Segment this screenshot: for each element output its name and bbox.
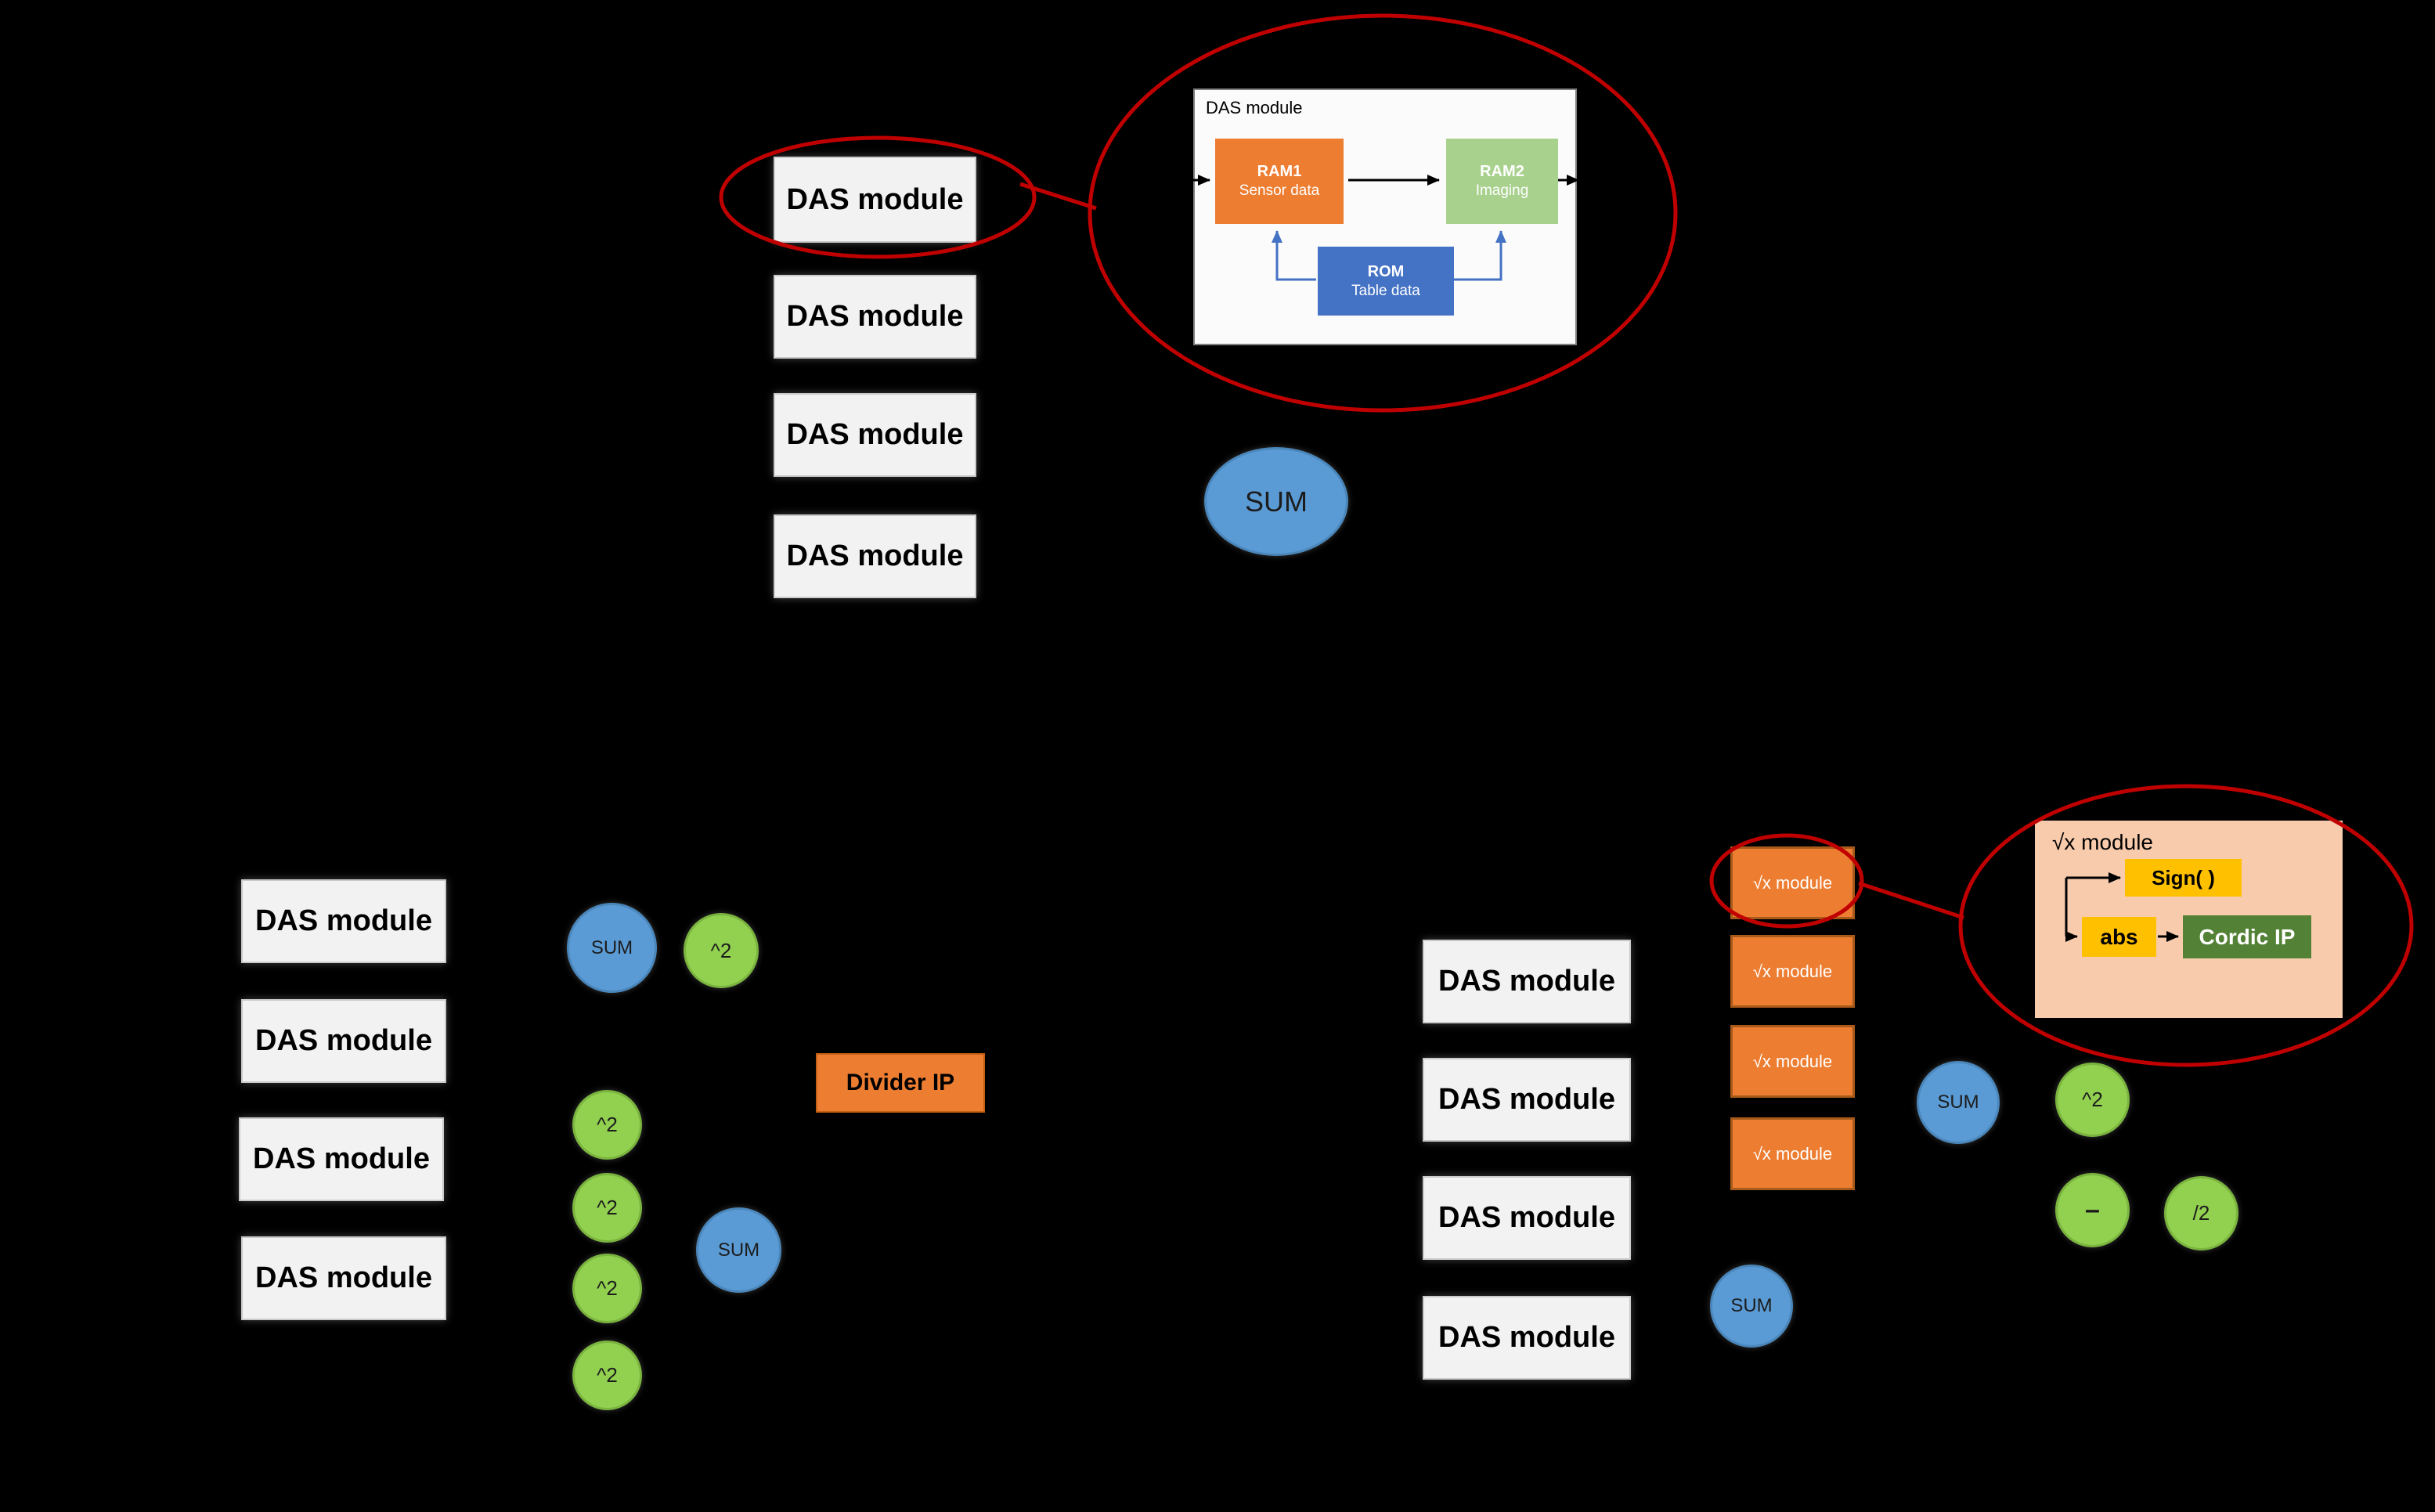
- rom-subtitle: Table data: [1351, 282, 1420, 299]
- divider-ip-box: Divider IP: [816, 1053, 985, 1113]
- sqrt-module-box: √x module: [1730, 1117, 1855, 1190]
- das-module-label: DAS module: [786, 418, 964, 451]
- sqrt-module-detail-panel: √x module Sign( ) abs Cordic IP: [2035, 821, 2343, 1018]
- das-module-box: DAS module: [774, 514, 976, 598]
- half-node: /2: [2164, 1176, 2238, 1250]
- das-callout-line: [1019, 182, 1097, 211]
- das-module-box: DAS module: [241, 879, 446, 963]
- minus-label: –: [2085, 1195, 2100, 1225]
- ram1-sensor-data-box: RAM1 Sensor data: [1215, 139, 1344, 224]
- das-module-label: DAS module: [1438, 1321, 1615, 1354]
- das-module-box: DAS module: [774, 393, 976, 477]
- ram2-imaging-box: RAM2 Imaging: [1446, 139, 1558, 224]
- square-label: ^2: [597, 1276, 618, 1300]
- das-module-label: DAS module: [255, 1261, 432, 1294]
- square-label: ^2: [2082, 1088, 2103, 1111]
- square-label: ^2: [597, 1363, 618, 1387]
- sum-label: SUM: [1937, 1092, 1979, 1113]
- square-node: ^2: [572, 1254, 642, 1323]
- cordic-ip-box: Cordic IP: [2183, 915, 2311, 958]
- sqrt-module-box: √x module: [1730, 1025, 1855, 1098]
- das-module-label: DAS module: [255, 1024, 432, 1057]
- sqrt-callout-line: [1858, 881, 1964, 920]
- square-node: ^2: [572, 1090, 642, 1160]
- sum-node: SUM: [1204, 447, 1348, 556]
- sum-label: SUM: [590, 936, 633, 958]
- das-module-label: DAS module: [786, 539, 964, 572]
- das-module-box: DAS module: [774, 275, 976, 359]
- das-module-label: DAS module: [1438, 1083, 1615, 1116]
- das-module-box: DAS module: [1423, 1176, 1631, 1260]
- sum-node: SUM: [1917, 1061, 2000, 1144]
- abs-label: abs: [2100, 924, 2138, 949]
- sum-label: SUM: [1245, 485, 1308, 518]
- sqrt-module-label: √x module: [1752, 872, 1833, 893]
- sign-label: Sign( ): [2152, 865, 2215, 890]
- das-module-box: DAS module: [1423, 1296, 1631, 1380]
- das-module-label: DAS module: [1438, 965, 1615, 998]
- sign-box: Sign( ): [2125, 859, 2242, 897]
- divider-ip-label: Divider IP: [846, 1070, 955, 1095]
- minus-node: –: [2055, 1173, 2130, 1247]
- das-module-label: DAS module: [786, 300, 964, 333]
- sqrt-module-box: √x module: [1730, 846, 1855, 919]
- das-module-label: DAS module: [1438, 1201, 1615, 1234]
- ram2-subtitle: Imaging: [1475, 182, 1529, 200]
- abs-box: abs: [2082, 917, 2156, 957]
- sqrt-module-label: √x module: [1752, 961, 1833, 981]
- square-node: ^2: [2055, 1063, 2130, 1137]
- rom-title: ROM: [1367, 262, 1405, 280]
- das-module-label: DAS module: [786, 182, 964, 216]
- das-module-box: DAS module: [241, 999, 446, 1083]
- sqrt-module-label: √x module: [1752, 1143, 1833, 1164]
- half-label: /2: [2192, 1201, 2210, 1225]
- sqrt-module-label: √x module: [1752, 1051, 1833, 1071]
- das-detail-title: DAS module: [1206, 98, 1303, 117]
- sqrt-detail-title: √x module: [2052, 830, 2153, 854]
- ram1-subtitle: Sensor data: [1239, 182, 1320, 200]
- das-module-detail-panel: DAS module RAM1 Sensor data RAM2 Imaging…: [1193, 88, 1577, 345]
- square-node: ^2: [572, 1173, 642, 1243]
- das-module-label: DAS module: [255, 904, 432, 937]
- sum-node: SUM: [696, 1207, 781, 1293]
- square-label: ^2: [597, 1196, 618, 1219]
- sqrt-module-box: √x module: [1730, 935, 1855, 1008]
- sum-node: SUM: [567, 903, 657, 993]
- das-module-box: DAS module: [239, 1117, 444, 1201]
- ram1-title: RAM1: [1257, 163, 1302, 181]
- square-label: ^2: [597, 1113, 618, 1136]
- sum-node: SUM: [1710, 1265, 1793, 1348]
- ram2-title: RAM2: [1480, 163, 1524, 181]
- das-module-box: DAS module: [774, 157, 976, 243]
- das-module-box: DAS module: [1423, 940, 1631, 1023]
- sum-label: SUM: [1730, 1295, 1773, 1316]
- square-node: ^2: [572, 1341, 642, 1410]
- square-label: ^2: [710, 938, 732, 962]
- das-module-box: DAS module: [241, 1236, 446, 1320]
- das-module-label: DAS module: [253, 1142, 430, 1175]
- square-node: ^2: [684, 913, 759, 988]
- cordic-ip-label: Cordic IP: [2199, 924, 2296, 949]
- sum-label: SUM: [717, 1239, 760, 1261]
- das-module-box: DAS module: [1423, 1058, 1631, 1142]
- rom-table-data-box: ROM Table data: [1318, 247, 1454, 316]
